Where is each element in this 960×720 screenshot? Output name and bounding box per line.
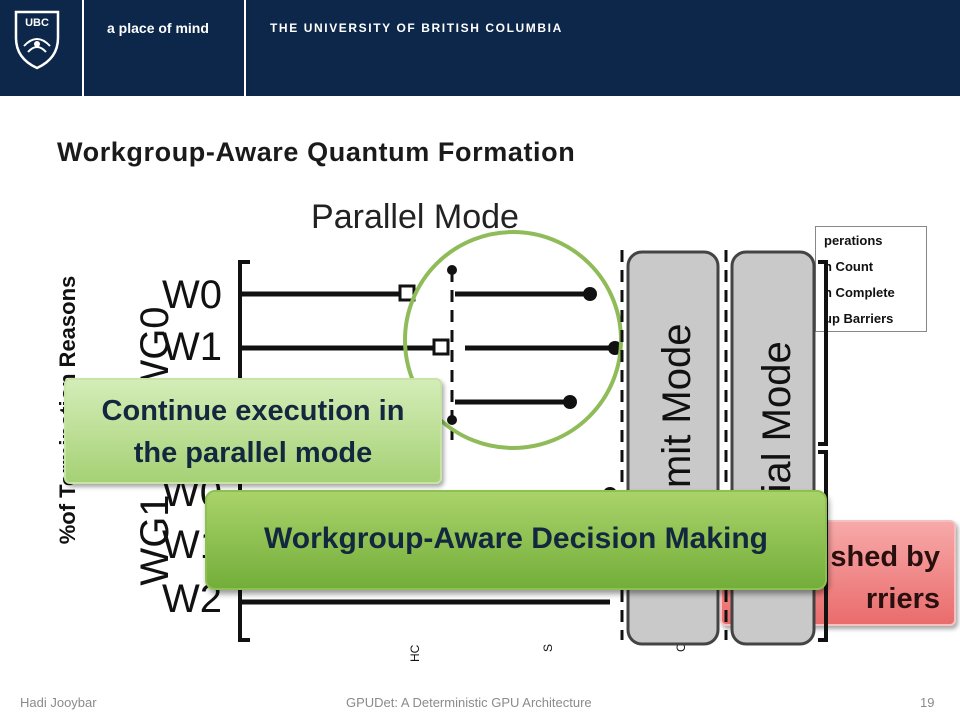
ubc-crest-icon: UBC <box>14 10 60 70</box>
boundary-dot <box>447 415 457 425</box>
diagram-title: Parallel Mode <box>311 198 519 236</box>
slide-title: Workgroup-Aware Quantum Formation <box>57 137 576 167</box>
barrier-callout-text: shed by rriers <box>830 541 940 615</box>
footer-page-number: 19 <box>920 695 935 710</box>
barrier-marker <box>432 338 450 356</box>
logo-text: UBC <box>25 17 49 29</box>
chart-legend: perations n Count n Complete up Barriers <box>815 226 927 332</box>
decision-making-text: Workgroup-Aware Decision Making <box>264 522 768 555</box>
warp-end-marker <box>563 395 577 409</box>
footer-author: Hadi Jooybar <box>20 695 97 710</box>
header-divider <box>82 0 84 96</box>
continue-callout-text: Continue execution in the parallel mode <box>101 395 405 469</box>
warp-label-w1: W1 <box>162 325 222 369</box>
tagline: a place of mind <box>107 20 209 36</box>
continue-callout: Continue execution in the parallel mode <box>64 378 442 484</box>
footer-paper-title: GPUDet: A Deterministic GPU Architecture <box>346 695 592 710</box>
legend-item: n Count <box>824 259 874 274</box>
header-divider <box>244 0 246 96</box>
decision-making-banner: Workgroup-Aware Decision Making <box>205 490 827 590</box>
boundary-dot <box>447 265 457 275</box>
header-bar: UBC a place of mind THE UNIVERSITY OF BR… <box>0 0 960 96</box>
workgroup-label-wg1: WG1 <box>133 494 177 585</box>
chart-x-label: HC <box>408 644 422 662</box>
legend-item: perations <box>824 233 883 248</box>
warp-label-w0: W0 <box>162 273 222 317</box>
university-name: THE UNIVERSITY OF BRITISH COLUMBIA <box>270 21 563 35</box>
right-bracket <box>818 260 828 446</box>
legend-item: n Complete <box>824 285 895 300</box>
legend-item: up Barriers <box>824 311 894 326</box>
warp-end-marker <box>583 287 597 301</box>
